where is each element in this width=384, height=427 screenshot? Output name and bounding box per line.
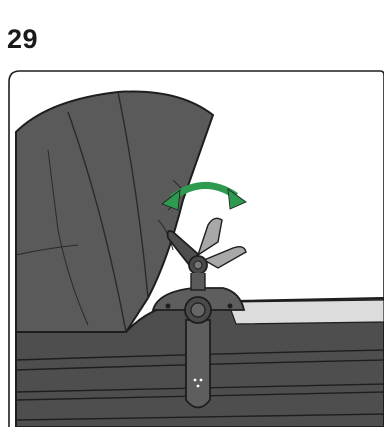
canopy-handle bbox=[168, 231, 207, 290]
step-number: 29 bbox=[7, 26, 38, 53]
carrycot-illustration bbox=[8, 70, 384, 427]
